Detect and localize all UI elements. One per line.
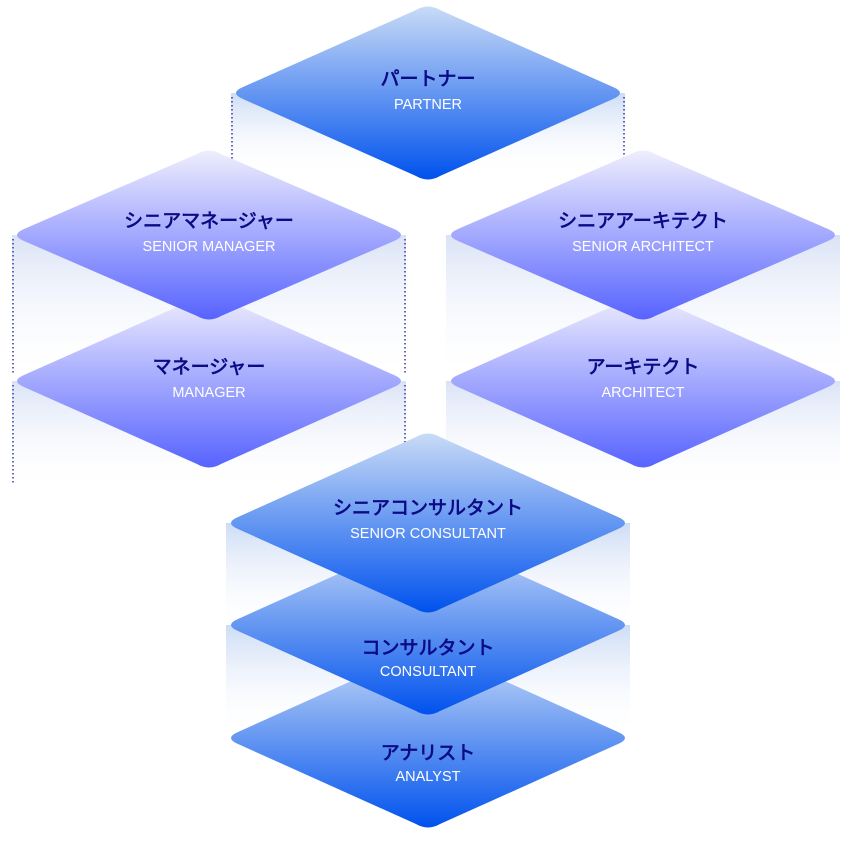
manager-diamond xyxy=(17,294,401,468)
analyst-title: アナリスト xyxy=(381,742,476,764)
senior-architect-title: シニアアーキテクト xyxy=(558,210,728,232)
level-architect-label: アーキテクト ARCHITECT xyxy=(587,356,700,401)
senior-manager-title: シニアマネージャー xyxy=(124,210,294,232)
analyst-subtitle: ANALYST xyxy=(395,769,460,785)
level-labels: パートナー PARTNER シニアマネージャー SENIOR MANAGER マネージャ… xyxy=(124,68,728,785)
level-analyst-label: アナリスト ANALYST xyxy=(381,742,476,785)
architect-title: アーキテクト xyxy=(587,356,700,378)
senior-manager-diamond xyxy=(17,150,401,320)
architect-subtitle: ARCHITECT xyxy=(602,385,685,401)
senior-consultant-diamond xyxy=(231,433,625,613)
senior-architect-subtitle: SENIOR ARCHITECT xyxy=(572,239,714,255)
senior-consultant-title: シニアコンサルタント xyxy=(333,497,523,519)
senior-consultant-subtitle: SENIOR CONSULTANT xyxy=(350,526,506,542)
manager-subtitle: MANAGER xyxy=(172,385,245,401)
level-partner-label: パートナー PARTNER xyxy=(380,68,475,113)
consultant-diamond xyxy=(231,535,625,715)
partner-title: パートナー xyxy=(380,68,475,90)
consultant-title: コンサルタント xyxy=(361,637,494,659)
analyst-diamond xyxy=(231,648,625,828)
level-senior-manager-label: シニアマネージャー SENIOR MANAGER xyxy=(124,210,294,255)
partner-diamond xyxy=(236,6,620,180)
level-consultant-label: コンサルタント CONSULTANT xyxy=(361,637,494,680)
level-diamonds xyxy=(17,6,835,828)
manager-title: マネージャー xyxy=(153,356,266,378)
level-senior-consultant-label: シニアコンサルタント SENIOR CONSULTANT xyxy=(333,497,523,542)
consultant-subtitle: CONSULTANT xyxy=(380,664,476,680)
architect-diamond xyxy=(451,294,835,468)
partner-subtitle: PARTNER xyxy=(394,97,462,113)
senior-manager-subtitle: SENIOR MANAGER xyxy=(143,239,276,255)
level-manager-label: マネージャー MANAGER xyxy=(153,356,266,401)
level-senior-architect-label: シニアアーキテクト SENIOR ARCHITECT xyxy=(558,210,728,255)
senior-architect-diamond xyxy=(451,150,835,320)
